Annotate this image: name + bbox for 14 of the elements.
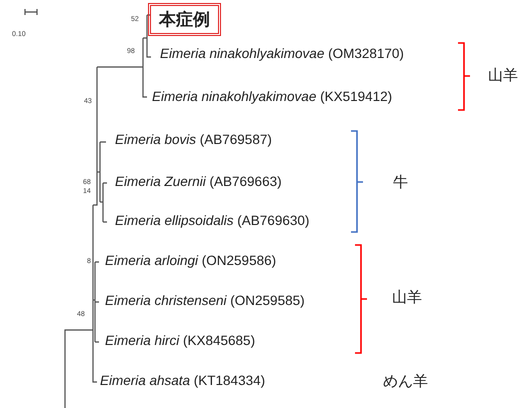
host-label: 牛	[393, 174, 408, 192]
taxon-label: Eimeria ninakohlyakimovae (OM328170)	[160, 46, 404, 62]
taxon-label: Eimeria ninakohlyakimovae (KX519412)	[152, 89, 392, 106]
host-label: めん羊	[383, 373, 428, 391]
taxon-label: Eimeria hirci (KX845685)	[105, 333, 256, 350]
host-label: 山羊	[392, 289, 422, 307]
taxon-label: Eimeria ellipsoidalis (AB769630)	[115, 213, 310, 230]
host-label: 山羊	[488, 67, 518, 85]
taxon-label: Eimeria christenseni (ON259585)	[105, 293, 305, 310]
taxon-label: Eimeria Zuernii (AB769663)	[115, 174, 282, 190]
taxon-label: Eimeria arloingi (ON259586)	[105, 253, 276, 270]
highlight-box: 本症例	[148, 3, 221, 36]
taxon-label: Eimeria ahsata (KT184334)	[100, 373, 266, 390]
taxon-label: Eimeria bovis (AB769587)	[115, 132, 272, 148]
